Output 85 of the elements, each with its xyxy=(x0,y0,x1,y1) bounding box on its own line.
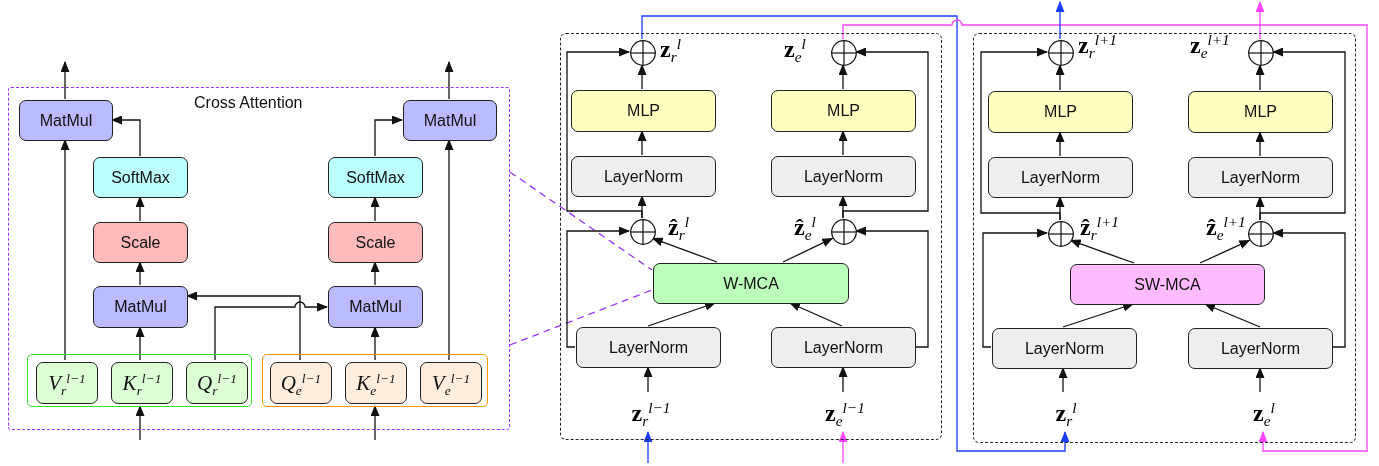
input-group-frame xyxy=(262,354,488,407)
arrow xyxy=(789,302,843,327)
arrow xyxy=(980,47,1061,221)
sum-circle xyxy=(630,219,656,245)
arrow xyxy=(1199,239,1251,264)
arrow xyxy=(111,115,141,157)
process-box: MatMul xyxy=(403,100,497,141)
process-box: SW-MCA xyxy=(1070,264,1265,305)
arrow xyxy=(782,237,834,263)
arrow xyxy=(1255,1,1265,40)
dashed-line xyxy=(509,289,653,346)
arrow xyxy=(186,291,301,361)
arrow xyxy=(641,15,1070,452)
attention-frame xyxy=(8,87,510,430)
arrow xyxy=(135,326,145,361)
process-box: MatMul xyxy=(93,286,188,328)
arrow xyxy=(838,431,848,464)
arrow xyxy=(1058,367,1068,393)
arrow xyxy=(643,431,653,464)
arrow xyxy=(643,366,653,393)
sum-circle xyxy=(1048,40,1074,66)
arrow xyxy=(637,130,647,156)
arrow xyxy=(214,301,328,361)
process-box: Scale xyxy=(328,222,423,263)
block-frame xyxy=(973,33,1356,443)
arrow xyxy=(647,302,716,327)
process-box: MLP xyxy=(1188,91,1333,133)
arrow xyxy=(444,61,454,100)
arrow xyxy=(135,196,145,222)
arrow xyxy=(135,405,145,441)
process-box: LayerNorm xyxy=(576,327,721,368)
arrow xyxy=(842,19,1368,452)
arrow xyxy=(1055,1,1065,40)
arrow xyxy=(370,405,380,441)
arrow xyxy=(370,261,380,286)
arrow xyxy=(838,64,848,90)
arrow xyxy=(374,115,403,157)
process-box: MLP xyxy=(571,90,716,132)
frame-title: Cross Attention xyxy=(194,94,303,112)
sum-circle xyxy=(831,40,857,66)
arrow xyxy=(838,130,848,156)
process-box: Scale xyxy=(93,222,188,263)
sum-circle xyxy=(1048,221,1074,247)
arrow xyxy=(1259,47,1346,221)
process-box: LayerNorm xyxy=(771,327,916,368)
process-box: SoftMax xyxy=(328,157,423,198)
block-frame xyxy=(560,33,942,440)
arrow xyxy=(838,366,848,393)
arrow xyxy=(1204,303,1261,328)
arrow xyxy=(982,228,1048,348)
arrow xyxy=(1055,64,1065,91)
process-box: LayerNorm xyxy=(992,328,1137,369)
process-box: MLP xyxy=(988,91,1133,133)
sum-circle xyxy=(1248,221,1274,247)
arrow xyxy=(1255,367,1265,393)
arrow xyxy=(1255,64,1265,91)
process-box: MLP xyxy=(771,90,916,132)
arrow xyxy=(842,47,929,219)
arrow xyxy=(1272,228,1346,348)
sum-circle xyxy=(831,219,857,245)
arrow xyxy=(370,326,380,361)
arrow xyxy=(135,261,145,286)
arrow xyxy=(637,64,647,90)
process-box: W-MCA xyxy=(653,263,849,304)
arrow xyxy=(1055,131,1065,157)
arrow xyxy=(60,61,70,100)
process-box: LayerNorm xyxy=(771,156,916,197)
process-box: MatMul xyxy=(328,286,423,328)
dashed-line xyxy=(509,171,653,271)
process-box: LayerNorm xyxy=(1188,157,1333,198)
sum-circle xyxy=(630,40,656,66)
arrow xyxy=(1255,131,1265,157)
sum-circle xyxy=(1248,40,1274,66)
arrow xyxy=(855,226,929,348)
input-group-frame xyxy=(27,354,252,407)
arrow xyxy=(370,196,380,222)
arrow xyxy=(566,47,643,219)
process-box: SoftMax xyxy=(93,157,188,198)
arrow xyxy=(60,139,70,361)
process-box: LayerNorm xyxy=(988,157,1133,198)
arrow xyxy=(566,226,630,348)
process-box: LayerNorm xyxy=(571,156,716,197)
process-box: MatMul xyxy=(19,100,113,141)
process-box: LayerNorm xyxy=(1188,328,1333,369)
arrow xyxy=(444,139,454,361)
